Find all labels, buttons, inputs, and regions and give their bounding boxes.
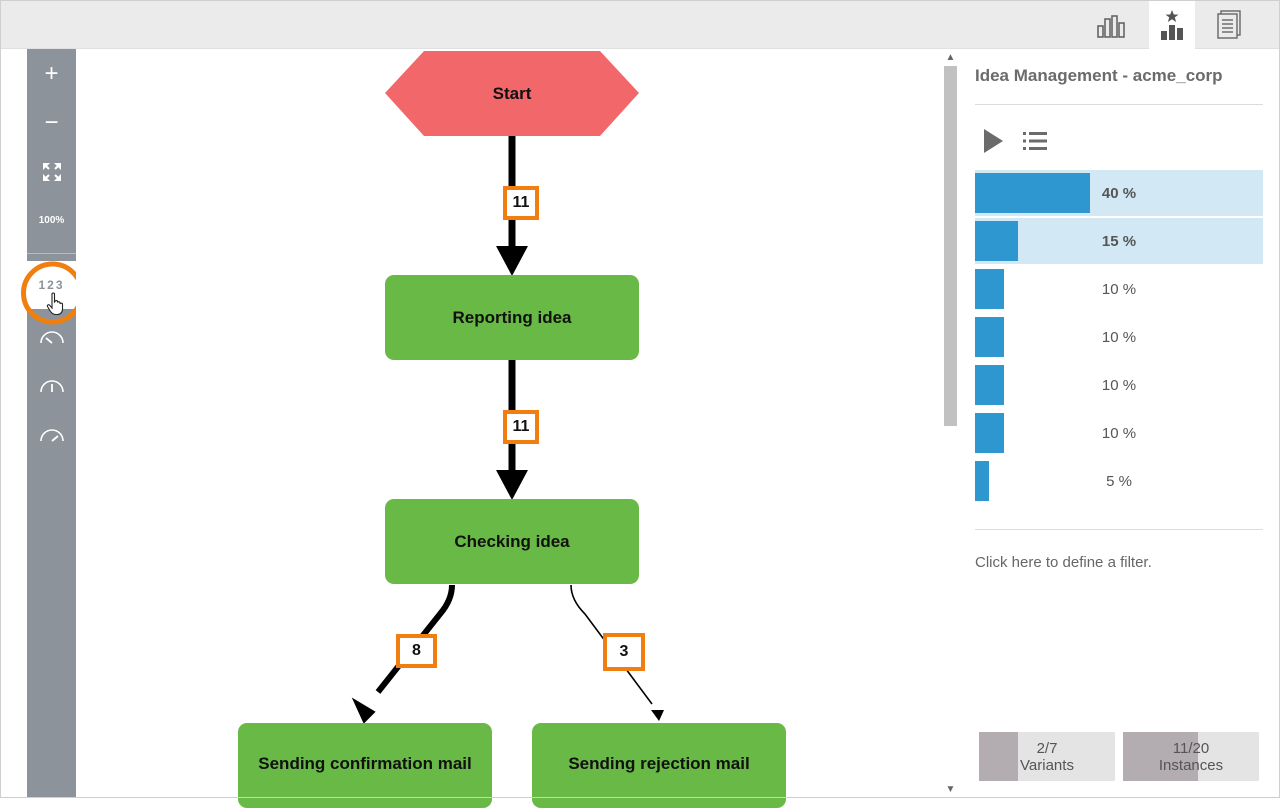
- plus-icon: +: [44, 59, 59, 87]
- variant-row[interactable]: 5 %: [975, 458, 1263, 504]
- top-bar: [0, 0, 1280, 49]
- variant-percentage: 15 %: [1101, 232, 1137, 250]
- scroll-up-arrow[interactable]: ▲: [945, 52, 956, 63]
- variants-counter-fill: [979, 732, 1018, 781]
- variant-percentage: 10 %: [1101, 328, 1137, 346]
- variants-counter-value: 2/7: [1036, 740, 1058, 757]
- star-chart-icon: [1161, 9, 1183, 40]
- frequency-label: 123: [38, 278, 65, 292]
- edge-label-checking-confirmation[interactable]: 8: [396, 634, 437, 668]
- panel-divider-bottom: [975, 529, 1263, 530]
- variant-bar: [975, 317, 1004, 357]
- edge-label-start-reporting[interactable]: 11: [503, 186, 539, 220]
- variant-row[interactable]: 10 %: [975, 266, 1263, 312]
- variants-counter-label: Variants: [1020, 757, 1074, 774]
- duration-metric-button-2[interactable]: [27, 361, 76, 410]
- zoom-100-button[interactable]: 100%: [27, 196, 76, 245]
- zoom-level-label: 100%: [38, 215, 65, 226]
- variant-bar: [975, 413, 1004, 453]
- play-button[interactable]: [978, 126, 1008, 156]
- variant-bar: [975, 221, 1018, 261]
- scroll-down-arrow[interactable]: ▼: [945, 784, 956, 795]
- variant-bar: [975, 269, 1004, 309]
- map-toolbar: + − 100% 123: [27, 49, 76, 798]
- start-node-shape[interactable]: [385, 51, 639, 136]
- instances-counter-value: 11/20: [1172, 740, 1210, 757]
- tab-variants[interactable]: [1149, 0, 1195, 49]
- duration-metric-button-3[interactable]: [27, 410, 76, 459]
- activity-sending-rejection-mail[interactable]: Sending rejection mail: [532, 723, 786, 808]
- process-title: Idea Management - acme_corp: [975, 66, 1223, 85]
- gauge-high-icon: [39, 428, 64, 442]
- fit-to-screen-button[interactable]: [27, 147, 76, 196]
- toolbar-divider: [27, 253, 76, 254]
- variant-percentage: 10 %: [1101, 424, 1137, 442]
- list-view-button[interactable]: [1020, 126, 1050, 156]
- variant-row[interactable]: 10 %: [975, 314, 1263, 360]
- edge-label-reporting-checking[interactable]: 11: [503, 410, 539, 444]
- variants-counter[interactable]: 2/7 Variants: [979, 732, 1115, 781]
- list-icon: [1023, 132, 1047, 150]
- scrollbar-thumb[interactable]: [944, 66, 957, 426]
- tab-statistics[interactable]: [1088, 0, 1134, 49]
- variant-bar: [975, 365, 1004, 405]
- variant-row[interactable]: 40 %: [975, 170, 1263, 216]
- variant-bar: [975, 461, 989, 501]
- variant-row[interactable]: 10 %: [975, 410, 1263, 456]
- variant-percentage: 10 %: [1101, 376, 1137, 394]
- activity-checking-idea[interactable]: Checking idea: [385, 499, 639, 584]
- edge-label-checking-rejection[interactable]: 3: [603, 633, 645, 671]
- variant-row[interactable]: 15 %: [975, 218, 1263, 264]
- variant-percentage: 40 %: [1101, 184, 1137, 202]
- panel-divider-top: [975, 104, 1263, 105]
- variants-counter-text: 2/7 Variants: [979, 740, 1115, 774]
- instances-counter[interactable]: 11/20 Instances: [1123, 732, 1259, 781]
- tab-details[interactable]: [1206, 0, 1252, 49]
- play-icon: [984, 129, 1003, 153]
- variant-row[interactable]: 10 %: [975, 362, 1263, 408]
- minus-icon: −: [44, 108, 59, 136]
- zoom-in-button[interactable]: +: [27, 49, 76, 98]
- duration-metric-button-1[interactable]: [27, 312, 76, 361]
- variant-percentage: 5 %: [1106, 472, 1132, 490]
- instances-counter-fill: [1123, 732, 1198, 781]
- gauge-low-icon: [39, 330, 64, 344]
- instances-counter-text: 11/20 Instances: [1123, 740, 1259, 774]
- hand-cursor-icon: [46, 292, 64, 316]
- document-icon: [1217, 9, 1241, 39]
- zoom-out-button[interactable]: −: [27, 98, 76, 147]
- bar-chart-icon: [1097, 14, 1125, 38]
- instances-counter-label: Instances: [1158, 757, 1224, 774]
- variant-bar: [975, 173, 1090, 213]
- activity-reporting-idea[interactable]: Reporting idea: [385, 275, 639, 360]
- activity-sending-confirmation-mail[interactable]: Sending confirmation mail: [238, 723, 492, 808]
- variant-percentage: 10 %: [1101, 280, 1137, 298]
- expand-icon: [42, 162, 61, 181]
- process-map-edges: [351, 51, 664, 724]
- gauge-mid-icon: [39, 379, 64, 392]
- define-filter-link[interactable]: Click here to define a filter.: [975, 554, 1152, 571]
